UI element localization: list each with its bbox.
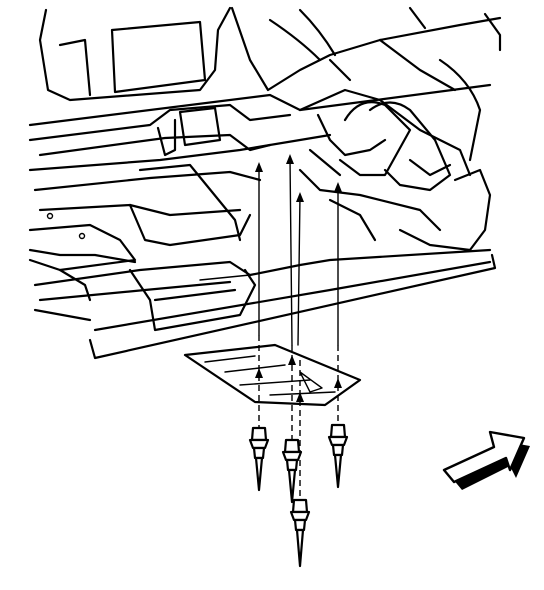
alignment-lines bbox=[255, 154, 342, 500]
fastener-right bbox=[327, 423, 349, 489]
fastener-center bbox=[281, 438, 303, 504]
arrowhead-icon bbox=[255, 162, 263, 172]
arrowhead-icon bbox=[334, 182, 342, 192]
arrowhead-icon bbox=[255, 368, 263, 378]
crossmember bbox=[33, 248, 497, 360]
mounting-plate bbox=[183, 343, 362, 407]
floor-pan bbox=[28, 83, 492, 272]
front-direction-arrow-icon bbox=[442, 430, 530, 490]
body-upper-structure bbox=[38, 6, 502, 162]
arrowhead-icon bbox=[334, 378, 342, 388]
arrowhead-icon bbox=[296, 192, 304, 202]
fastener-lower bbox=[289, 498, 311, 568]
arrowhead-icon bbox=[288, 355, 296, 365]
fastener-left bbox=[248, 426, 270, 492]
rear-bench-structure bbox=[298, 88, 492, 252]
arrowhead-icon bbox=[296, 392, 304, 402]
arrowhead-icon bbox=[286, 154, 294, 164]
